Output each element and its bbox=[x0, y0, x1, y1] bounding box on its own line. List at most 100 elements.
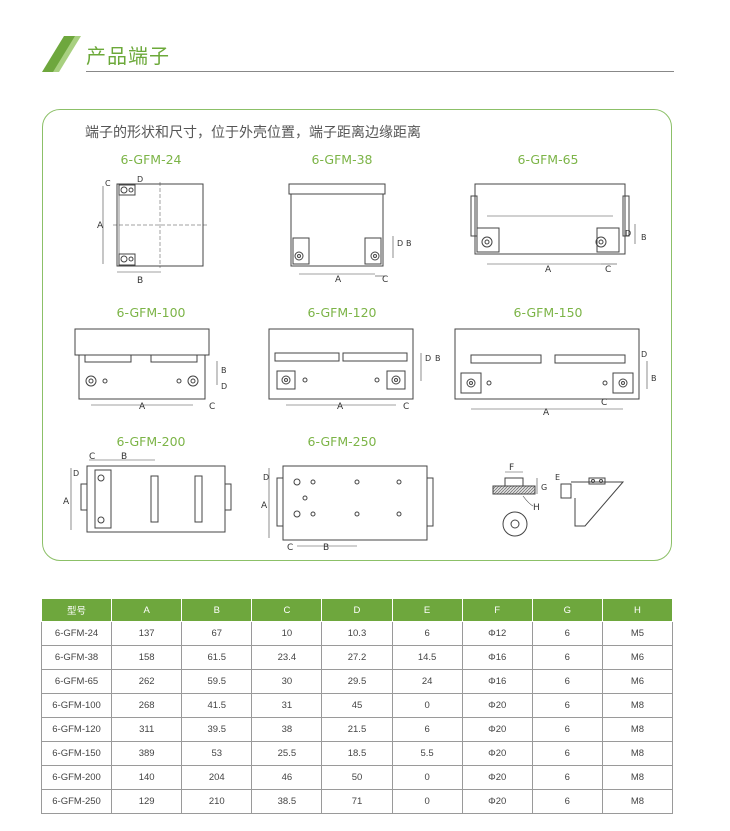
dimension-label: D bbox=[221, 382, 227, 391]
table-cell: 6 bbox=[531, 789, 603, 814]
dimension-label: A bbox=[63, 497, 70, 507]
table-cell: 311 bbox=[111, 717, 183, 742]
dimension-label: B bbox=[651, 374, 657, 383]
dimension-label: C bbox=[89, 452, 95, 462]
dimension-label: C bbox=[105, 179, 111, 188]
dimension-label: D bbox=[425, 354, 431, 363]
model-label: 6-GFM-65 bbox=[517, 152, 579, 167]
table-cell: M8 bbox=[601, 717, 674, 742]
dimension-label: G bbox=[541, 483, 547, 492]
table-cell: 6-GFM-200 bbox=[40, 765, 113, 790]
table-cell: 18.5 bbox=[321, 741, 393, 766]
table-cell: Φ20 bbox=[461, 741, 533, 766]
table-cell: M8 bbox=[601, 693, 674, 718]
table-cell: 6-GFM-100 bbox=[40, 693, 113, 718]
table-cell: 45 bbox=[321, 693, 393, 718]
table-cell: 41.5 bbox=[181, 693, 253, 718]
table-cell: 31 bbox=[251, 693, 323, 718]
table-cell: Φ20 bbox=[461, 693, 533, 718]
table-cell: 6 bbox=[531, 621, 603, 646]
table-cell: 6-GFM-120 bbox=[40, 717, 113, 742]
table-cell: M6 bbox=[601, 669, 674, 694]
table-cell: 61.5 bbox=[181, 645, 253, 670]
dimension-label: H bbox=[533, 503, 540, 513]
table-cell: 10.3 bbox=[321, 621, 393, 646]
column-header: 型号 bbox=[40, 598, 113, 622]
table-cell: 24 bbox=[391, 669, 463, 694]
dimension-label: B bbox=[121, 452, 127, 462]
table-cell: 30 bbox=[251, 669, 323, 694]
table-cell: M5 bbox=[601, 621, 674, 646]
table-cell: Φ16 bbox=[461, 669, 533, 694]
column-header: A bbox=[111, 598, 183, 622]
model-label: 6-GFM-24 bbox=[120, 152, 182, 167]
terminal-drawing: A C D B bbox=[268, 328, 441, 409]
table-cell: 10 bbox=[251, 621, 323, 646]
table-cell: 38.5 bbox=[251, 789, 323, 814]
column-header: F bbox=[461, 598, 533, 622]
table-cell: 6 bbox=[391, 621, 463, 646]
column-header: B bbox=[181, 598, 253, 622]
dimension-label: D bbox=[625, 229, 631, 238]
table-cell: 6-GFM-150 bbox=[40, 741, 113, 766]
dimension-label: A bbox=[335, 275, 342, 284]
column-header: G bbox=[531, 598, 603, 622]
table-header-row: 型号 A B C D E F G H bbox=[40, 598, 674, 622]
table-cell: 39.5 bbox=[181, 717, 253, 742]
dimension-label: A bbox=[545, 265, 552, 275]
table-cell: 210 bbox=[181, 789, 253, 814]
column-header: C bbox=[251, 598, 323, 622]
table-cell: Φ20 bbox=[461, 765, 533, 790]
table-cell: 6 bbox=[531, 693, 603, 718]
dimension-label: A bbox=[139, 402, 146, 409]
table-cell: 6-GFM-65 bbox=[40, 669, 113, 694]
table-cell: 6 bbox=[531, 717, 603, 742]
table-cell: 262 bbox=[111, 669, 183, 694]
table-cell: Φ20 bbox=[461, 717, 533, 742]
table-cell: 6 bbox=[531, 765, 603, 790]
terminal-drawing: A C D B bbox=[454, 328, 657, 415]
dimension-label: B bbox=[137, 276, 143, 284]
header-slash-icon bbox=[42, 36, 81, 72]
dimension-label: B bbox=[641, 233, 647, 242]
table-cell: 67 bbox=[181, 621, 253, 646]
table-cell: 50 bbox=[321, 765, 393, 790]
table-cell: Φ16 bbox=[461, 645, 533, 670]
header-divider bbox=[86, 71, 674, 72]
model-label: 6-GFM-120 bbox=[307, 305, 377, 320]
table-cell: 59.5 bbox=[181, 669, 253, 694]
model-label: 6-GFM-38 bbox=[311, 152, 373, 167]
table-cell: 5.5 bbox=[391, 741, 463, 766]
table-cell: 21.5 bbox=[321, 717, 393, 742]
table-cell: 23.4 bbox=[251, 645, 323, 670]
table-cell: 6 bbox=[531, 669, 603, 694]
table-cell: 140 bbox=[111, 765, 183, 790]
dimension-label: D bbox=[397, 239, 403, 248]
table-cell: 204 bbox=[181, 765, 253, 790]
terminal-drawing: A B C D bbox=[97, 175, 207, 284]
table-cell: 46 bbox=[251, 765, 323, 790]
table-cell: 27.2 bbox=[321, 645, 393, 670]
table-cell: 6 bbox=[391, 717, 463, 742]
dimension-label: C bbox=[403, 402, 409, 409]
terminal-drawing: A C B D bbox=[74, 328, 227, 409]
dimension-label: A bbox=[543, 408, 550, 415]
dimension-label: A bbox=[261, 501, 268, 511]
dimension-label: E bbox=[555, 473, 560, 482]
panel-title: 端子的形状和尺寸，位于外壳位置，端子距离边缘距离 bbox=[85, 125, 421, 141]
terminal-drawing: A B C D bbox=[261, 465, 434, 552]
table-cell: 0 bbox=[391, 789, 463, 814]
table-cell: 53 bbox=[181, 741, 253, 766]
table-cell: 6-GFM-250 bbox=[40, 789, 113, 814]
table-cell: M8 bbox=[601, 741, 674, 766]
terminal-drawing: A B C D bbox=[63, 452, 232, 533]
table-cell: 14.5 bbox=[391, 645, 463, 670]
